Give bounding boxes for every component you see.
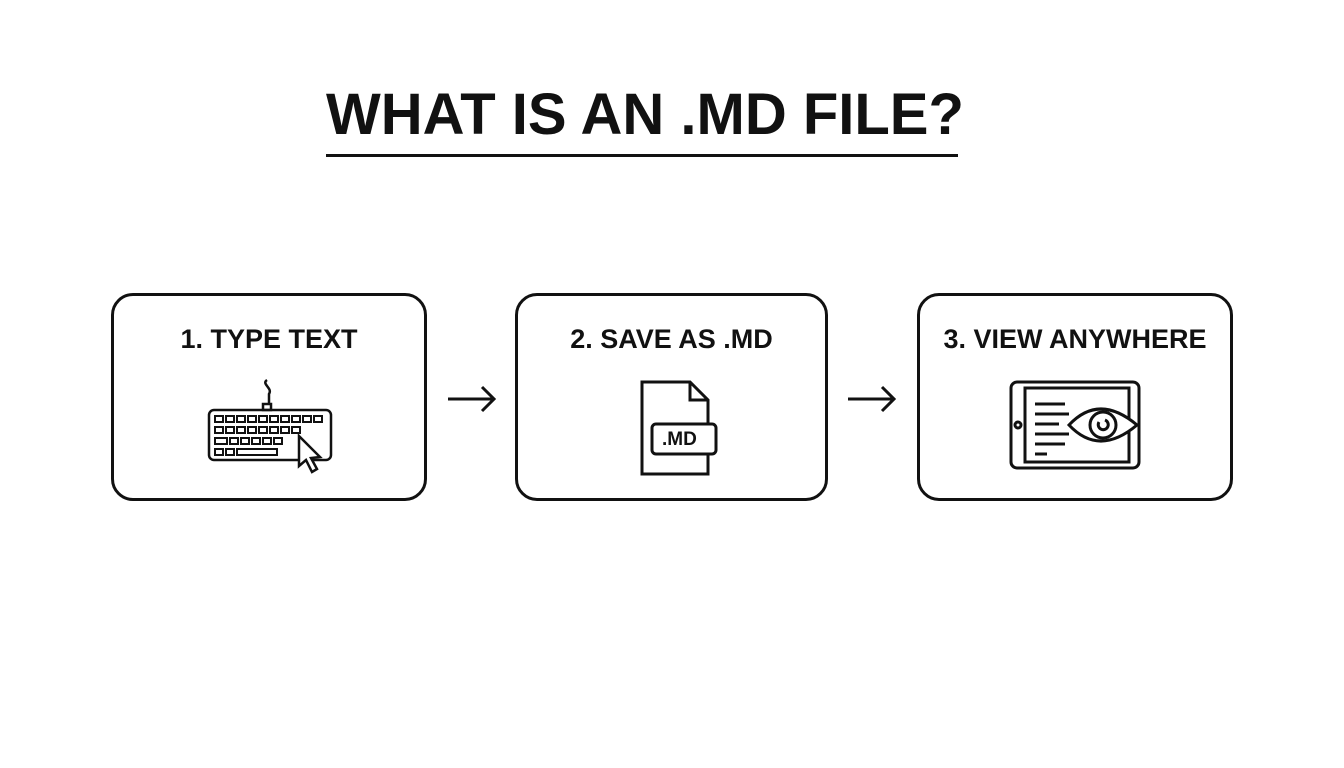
tablet-eye-icon [1009,380,1141,470]
arrow-right-icon [448,385,497,413]
step-2-card: 2. SAVE AS .MD .MD [515,293,828,501]
keyboard-cursor-icon [207,378,333,474]
step-1-card: 1. TYPE TEXT [111,293,427,501]
step-2-label: 2. SAVE AS .MD [570,324,773,354]
step-1-label: 1. TYPE TEXT [180,324,358,354]
md-file-label: .MD [662,429,697,450]
page-title: WHAT IS AN .MD FILE? [326,82,964,147]
arrow-right-icon [848,385,897,413]
step-3-label: 3. VIEW ANYWHERE [943,324,1207,354]
step-3-card: 3. VIEW ANYWHERE [917,293,1233,501]
md-file-icon: .MD [638,380,718,478]
title-underline [326,154,958,157]
